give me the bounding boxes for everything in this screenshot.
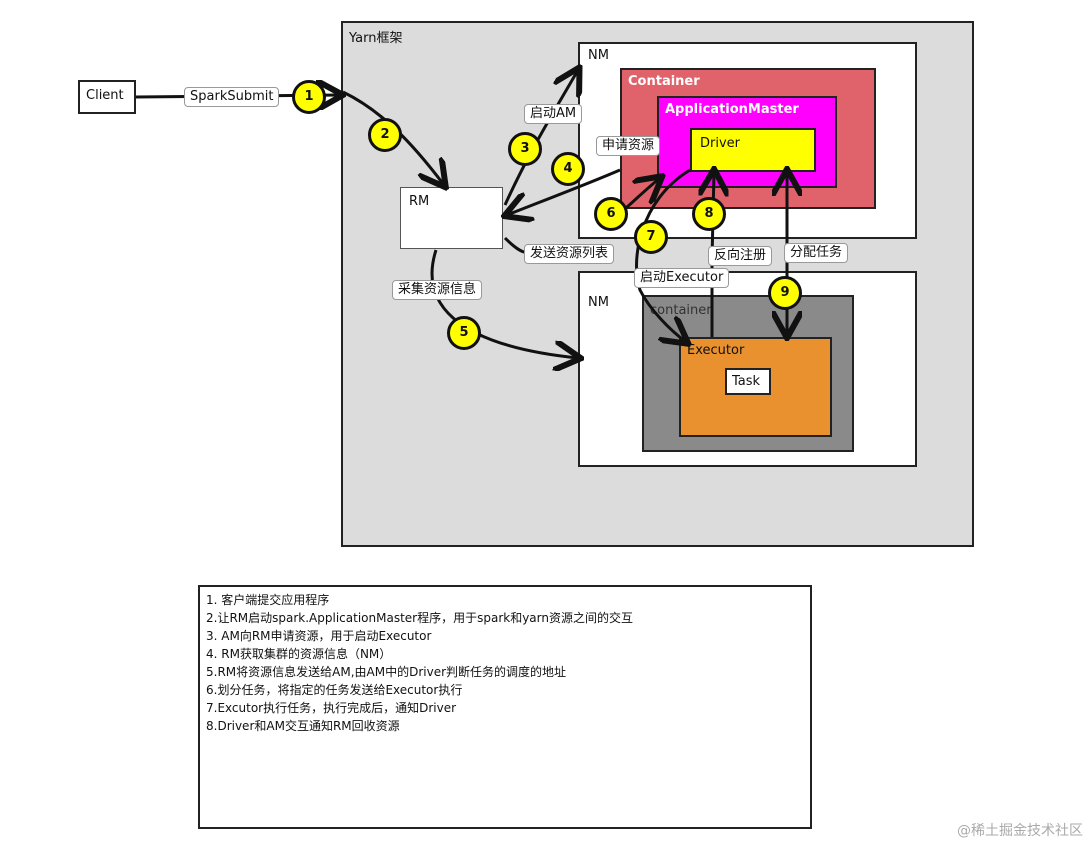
container-bottom-label: container bbox=[650, 303, 712, 318]
note-line: 8.Driver和AM交互通知RM回收资源 bbox=[206, 719, 400, 733]
note-line: 6.划分任务，将指定的任务发送给Executor执行 bbox=[206, 683, 463, 697]
start-executor-label: 启动Executor bbox=[634, 268, 730, 288]
arrow-am-to-rm-request bbox=[507, 168, 621, 215]
step-circle-4: 4 bbox=[551, 152, 585, 186]
step-circle-7: 7 bbox=[634, 220, 668, 254]
arrow-rm-to-nm-start-am bbox=[503, 70, 578, 206]
container-top-label: Container bbox=[628, 74, 700, 89]
yarn-frame-label: Yarn框架 bbox=[349, 31, 403, 46]
note-line: 1. 客户端提交应用程序 bbox=[206, 593, 330, 607]
note-line: 4. RM获取集群的资源信息（NM） bbox=[206, 647, 392, 661]
client-label: Client bbox=[86, 88, 124, 103]
arrow-rm-collect-to-nm bbox=[430, 249, 578, 358]
assign-task-label: 分配任务 bbox=[784, 243, 849, 263]
task-box: Task bbox=[725, 368, 771, 395]
note-line: 2.让RM启动spark.ApplicationMaster程序，用于spark… bbox=[206, 611, 633, 625]
step-circle-6: 6 bbox=[594, 197, 628, 231]
nm-top-label: NM bbox=[588, 48, 609, 63]
reverse-register-label: 反向注册 bbox=[708, 246, 773, 266]
watermark: @稀土掘金技术社区 bbox=[957, 823, 1083, 839]
driver-box: Driver bbox=[690, 128, 816, 172]
arrow-am-start-executor bbox=[635, 168, 690, 342]
step-circle-2: 2 bbox=[368, 118, 402, 152]
notes-box: 1. 客户端提交应用程序 2.让RM启动spark.ApplicationMas… bbox=[198, 585, 812, 829]
task-label: Task bbox=[732, 374, 761, 389]
note-line: 5.RM将资源信息发送给AM,由AM中的Driver判断任务的调度的地址 bbox=[206, 665, 567, 679]
step-circle-5: 5 bbox=[447, 316, 481, 350]
step-circle-1: 1 bbox=[292, 80, 326, 114]
step-circle-3: 3 bbox=[508, 132, 542, 166]
rm-label: RM bbox=[409, 194, 430, 209]
driver-label: Driver bbox=[700, 136, 741, 151]
client-box: Client bbox=[78, 80, 136, 114]
start-am-label: 启动AM bbox=[524, 104, 583, 124]
arrow-rm-send-list bbox=[503, 236, 526, 254]
rm-box: RM bbox=[400, 187, 503, 249]
executor-label: Executor bbox=[687, 343, 745, 358]
collect-resource-info-label: 采集资源信息 bbox=[392, 280, 483, 300]
note-line: 3. AM向RM申请资源，用于启动Executor bbox=[206, 629, 432, 643]
step-circle-9: 9 bbox=[768, 276, 802, 310]
request-resource-label: 申请资源 bbox=[596, 136, 661, 156]
spark-submit-label: SparkSubmit bbox=[184, 87, 280, 107]
nm-bottom-label: NM bbox=[588, 295, 609, 310]
application-master-label: ApplicationMaster bbox=[665, 102, 799, 117]
step-circle-8: 8 bbox=[692, 197, 726, 231]
note-line: 7.Excutor执行任务，执行完成后，通知Driver bbox=[206, 701, 457, 715]
send-resource-list-label: 发送资源列表 bbox=[524, 244, 615, 264]
